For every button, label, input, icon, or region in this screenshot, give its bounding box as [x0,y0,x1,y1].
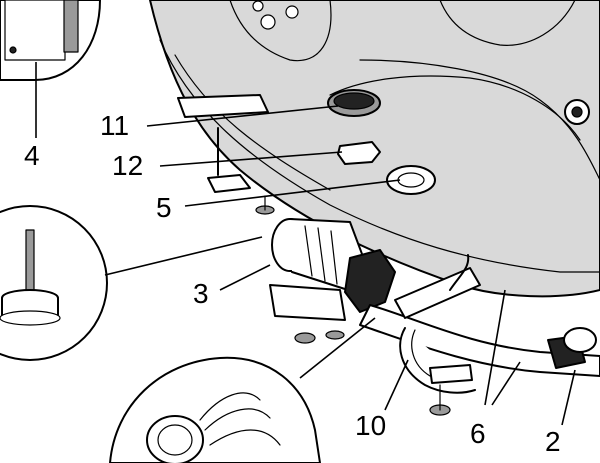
callout-label-5: 5 [156,192,172,223]
tub-jet [260,14,276,30]
callout-11-leader [146,105,339,127]
control-keypad-top [333,92,375,110]
callout-label-12: 12 [112,150,144,181]
frame-foot [207,174,251,193]
water-pipe-upper [394,267,481,319]
drain-overflow-inner [397,172,425,188]
bracket-screw [9,46,17,54]
pump-foot-2 [325,330,345,340]
callout-3-leader [219,264,271,291]
tub-basin-contour-2 [329,75,581,141]
leg-foot-base [0,310,61,326]
connector-detail-leader [299,317,376,379]
pipe-connector-ring [563,327,597,353]
leg-detail-leader [104,236,263,276]
pump-foot [294,332,316,344]
pump-motor-ribs [304,225,338,285]
support-frame [177,94,269,118]
air-hose [449,254,470,291]
callout-label-2: 2 [545,426,561,457]
callout-label-6: 6 [470,418,486,449]
pump-impeller-housing [344,249,396,313]
leg-detail-circle [0,205,108,361]
tub-rim-line-2 [174,54,331,191]
callout-5-leader [184,179,401,207]
tub-armrest [439,0,576,46]
callout-label-11: 11 [100,110,130,141]
callout-label-3: 3 [193,278,209,309]
callout-6-leader-a [484,289,506,406]
connector-detail-circle [109,356,321,463]
tub-jet [252,0,264,12]
pump-base [269,284,346,321]
lower-support [429,364,473,384]
flex-hose-inner [411,329,431,377]
callout-label-4: 4 [24,140,40,171]
connector-detail-knob-inner [157,424,193,456]
callout-label-10: 10 [355,410,387,441]
leg-threaded-rod [25,229,35,293]
tub-headrest [229,0,332,62]
callout-10-leader [384,359,409,411]
callout-2-leader [561,369,576,426]
sensor-box [337,141,381,165]
callout-6-leader-b [491,361,521,406]
bracket-plate-side [63,0,79,53]
tub-side-jet-inner [571,106,583,118]
tub-jet [285,5,299,19]
connector-detail-wires [199,392,281,446]
tub-basin-contour [359,59,600,181]
callout-12-leader [159,151,343,167]
